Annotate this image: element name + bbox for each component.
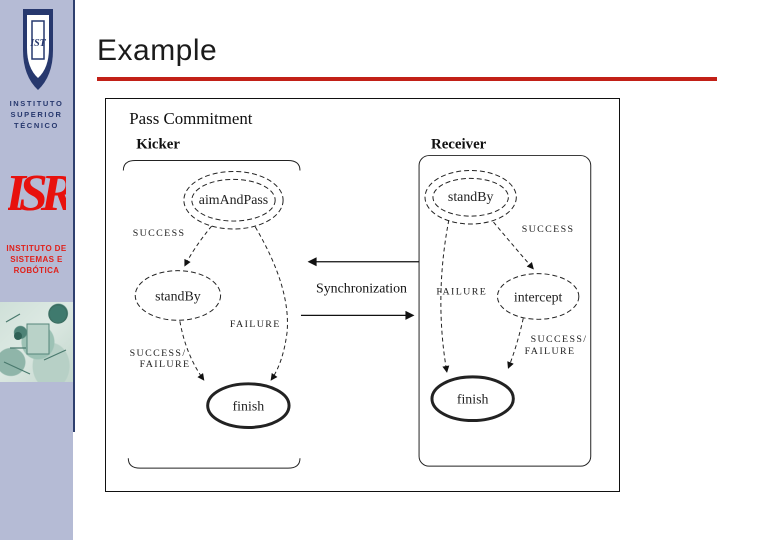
- ist-caption: INSTITUTO SUPERIOR TÉCNICO: [9, 99, 64, 130]
- kicker-sf-label-1: SUCCESS/: [130, 348, 187, 359]
- kicker-initial-state-inner: [191, 178, 276, 222]
- kicker-state-finish: finish: [233, 400, 265, 415]
- isr-monogram: ISR: [8, 165, 66, 222]
- statechart-diagram: Pass Commitment Kicker Receiver aimAndPa…: [105, 98, 620, 492]
- receiver-container: [418, 155, 592, 467]
- ist-logo: IST: [23, 9, 53, 90]
- kicker-standby-state: [134, 270, 222, 321]
- receiver-finish-state: [430, 375, 515, 423]
- receiver-sf-label-1: SUCCESS/: [531, 334, 588, 345]
- receiver-transition-success: [493, 221, 534, 270]
- sidebar: IST INSTITUTO SUPERIOR TÉCNICO ISR INSTI…: [0, 0, 73, 540]
- kicker-success-label: SUCCESS: [133, 228, 186, 239]
- receiver-success-label: SUCCESS: [522, 224, 575, 235]
- kicker-transition-success: [184, 225, 213, 267]
- receiver-state-standby: standBy: [448, 190, 494, 205]
- isr-caption: INSTITUTO DE SISTEMAS E ROBÓTICA: [6, 244, 67, 275]
- sidebar-divider: [73, 0, 75, 432]
- receiver-transition-success-failure: [507, 318, 524, 369]
- receiver-label: Receiver: [431, 137, 487, 153]
- receiver-initial-state-outer: [424, 169, 517, 225]
- kicker-state-aimandpass: aimAndPass: [199, 193, 268, 208]
- diagram-title: Pass Commitment: [129, 109, 252, 128]
- kicker-finish-state: [206, 382, 291, 429]
- kicker-transition-failure: [254, 226, 288, 381]
- kicker-container-bottom: [127, 458, 301, 469]
- kicker-container-top: [122, 160, 301, 171]
- isr-artwork-image: [0, 302, 73, 382]
- receiver-intercept-state: [496, 273, 580, 320]
- kicker-failure-label: FAILURE: [230, 319, 281, 330]
- receiver-sf-label-2: FAILURE: [525, 346, 576, 357]
- title-underline: [97, 77, 717, 81]
- synchronization-label: Synchronization: [316, 282, 407, 297]
- receiver-state-intercept: intercept: [514, 290, 563, 305]
- kicker-initial-state-outer: [183, 170, 284, 230]
- isr-logo: ISR: [8, 165, 66, 222]
- ist-monogram: IST: [29, 38, 46, 49]
- receiver-transition-failure: [440, 219, 450, 373]
- receiver-state-finish: finish: [457, 393, 489, 408]
- kicker-transition-success-failure: [179, 321, 205, 381]
- kicker-sf-label-2: FAILURE: [140, 359, 191, 370]
- page-title: Example: [97, 34, 218, 67]
- statechart-canvas: Pass Commitment Kicker Receiver aimAndPa…: [122, 109, 592, 469]
- kicker-state-standby: standBy: [155, 289, 201, 304]
- artwork-sketch: [3, 304, 68, 375]
- kicker-label: Kicker: [136, 137, 180, 153]
- receiver-failure-label: FAILURE: [436, 287, 487, 298]
